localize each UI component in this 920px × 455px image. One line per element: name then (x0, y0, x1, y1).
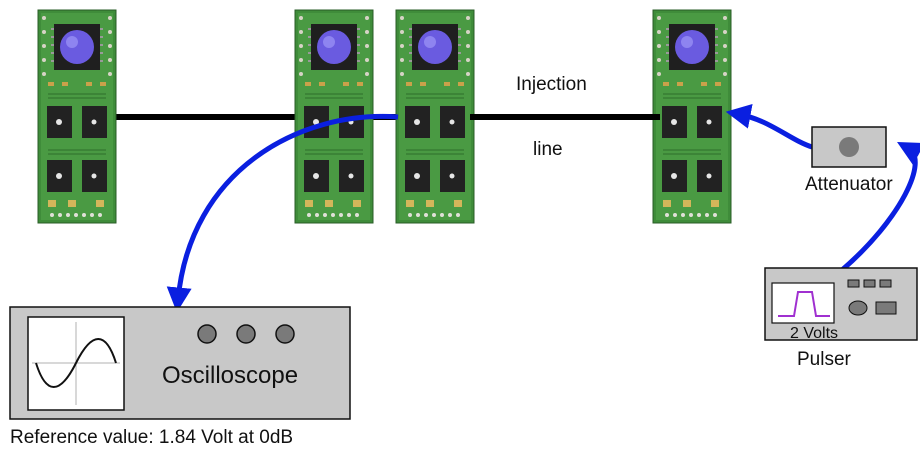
oscilloscope-label: Oscilloscope (162, 364, 298, 388)
knob-icon (839, 137, 859, 157)
knob-icon (276, 325, 294, 343)
knob-icon (237, 325, 255, 343)
cable-attenuator-to-board (738, 114, 812, 147)
pulser-label: Pulser (797, 350, 851, 369)
knob-icon (198, 325, 216, 343)
attenuator-label: Attenuator (805, 175, 893, 194)
attenuator (812, 127, 886, 167)
reference-note: Reference value: 1.84 Volt at 0dB (10, 428, 293, 447)
injection-line-label-bottom: line (533, 140, 563, 159)
pulser (765, 268, 917, 340)
knob-icon (849, 301, 867, 315)
board-4 (653, 10, 731, 223)
board-1 (38, 10, 116, 223)
pulser-display-value: 2 Volts (790, 326, 838, 342)
injection-line-label-top: Injection (516, 75, 587, 94)
board-3 (396, 10, 474, 223)
